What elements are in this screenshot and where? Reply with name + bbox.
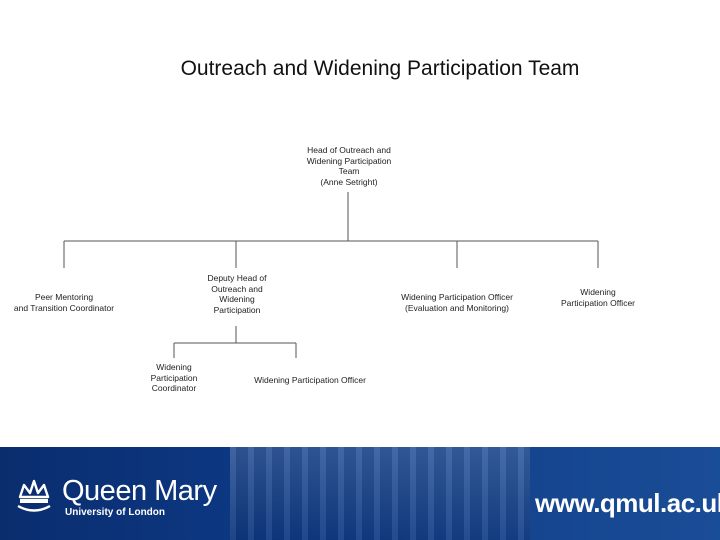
node-coordinator-line-3: Coordinator: [151, 383, 197, 393]
node-head-line-3: Team: [338, 166, 360, 176]
node-right-line-2: Participation Officer: [560, 297, 635, 308]
org-chart-connectors: [63, 192, 599, 358]
node-coordinator-line-2: Participation: [150, 372, 198, 383]
logo-wordmark: Queen Mary: [62, 475, 217, 507]
node-right-line-1: Widening: [580, 287, 616, 297]
node-deputy-line-3: Widening: [219, 294, 255, 304]
node-peer-mentoring: Peer Mentoring and Transition Coordinato…: [4, 292, 124, 313]
node-wp-officer-lower: Widening Participation Officer: [240, 375, 380, 386]
node-eval-line-1: Widening Participation Officer: [401, 292, 513, 302]
footer-banner: Queen Mary University of London www.qmul…: [0, 447, 720, 540]
building-photo: [230, 447, 530, 540]
node-deputy-line-1: Deputy Head of: [207, 273, 267, 283]
node-coordinator-line-1: Widening: [156, 362, 192, 372]
node-eval-line-2: (Evaluation and Monitoring): [405, 302, 509, 313]
node-deputy-head: Deputy Head of Outreach and Widening Par…: [188, 273, 286, 315]
node-head-line-1: Head of Outreach and: [307, 145, 391, 155]
node-head-line-4: (Anne Setright): [320, 176, 378, 187]
node-head-line-2: Widening Participation: [306, 155, 392, 166]
node-wp-officer-eval: Widening Participation Officer (Evaluati…: [386, 292, 528, 313]
node-wp-coordinator: Widening Participation Coordinator: [136, 362, 212, 394]
node-peer-line-1: Peer Mentoring: [34, 292, 94, 302]
logo-subtitle: University of London: [65, 507, 165, 518]
chart-title: Outreach and Widening Participation Team: [180, 57, 580, 80]
node-wp-officer-right: Widening Participation Officer: [552, 287, 644, 308]
node-deputy-line-4: Participation: [213, 304, 261, 315]
crown-crest-icon: [17, 479, 51, 512]
node-deputy-line-2: Outreach and: [211, 283, 263, 294]
website-url: www.qmul.ac.uk: [535, 488, 720, 518]
node-lower-line-1: Widening Participation Officer: [254, 375, 366, 385]
node-peer-line-2: and Transition Coordinator: [13, 302, 115, 313]
node-head: Head of Outreach and Widening Participat…: [288, 145, 410, 187]
